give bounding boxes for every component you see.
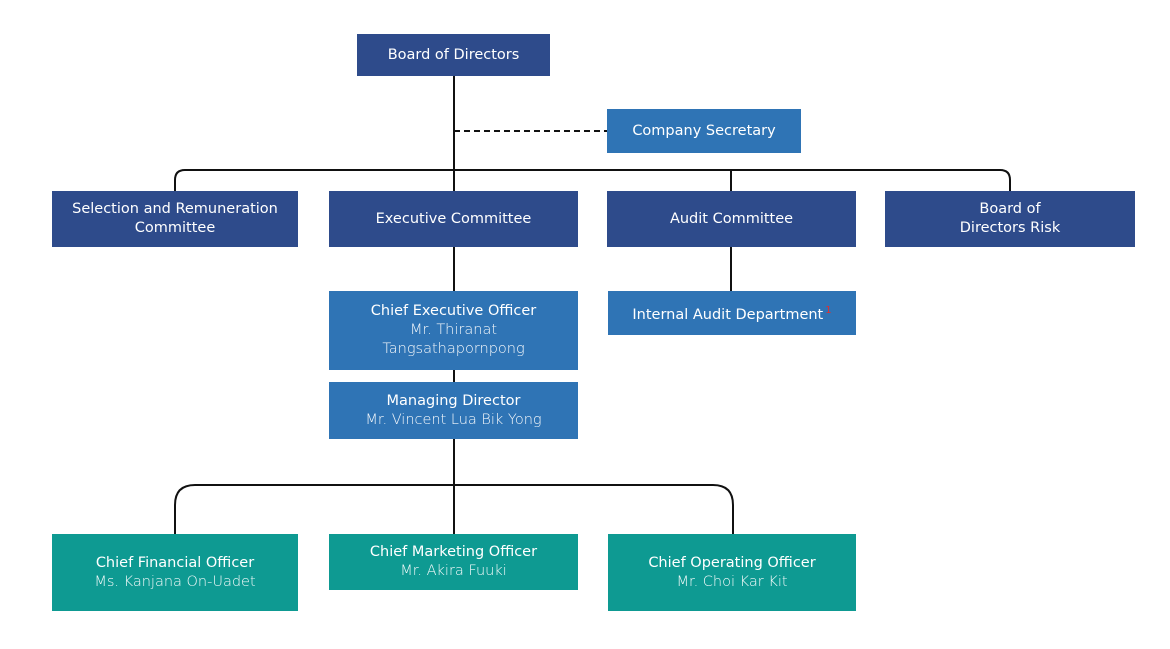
risk-committee-title: Board of Directors Risk xyxy=(959,201,1061,236)
connector-officers-bar xyxy=(174,484,734,534)
audit-committee-title: Audit Committee xyxy=(669,210,794,227)
coo-box: Chief Operating Officer Mr. Choi Kar Kit xyxy=(608,534,856,611)
cmo-person: Mr. Akira Fuuki xyxy=(400,563,507,579)
cfo-box: Chief Financial Officer Ms. Kanjana On-U… xyxy=(52,534,298,611)
selection-committee-title: Selection and Remuneration Committee xyxy=(72,201,278,236)
executive-committee-box: Executive Committee xyxy=(329,191,578,247)
connector-committee-bar xyxy=(174,169,1011,191)
executive-committee-title: Executive Committee xyxy=(375,210,532,227)
ceo-title: Chief Executive Officer xyxy=(370,303,537,319)
managing-director-box: Managing Director Mr. Vincent Lua Bik Yo… xyxy=(329,382,578,439)
ceo-box: Chief Executive Officer Mr. Thiranat Tan… xyxy=(329,291,578,370)
internal-audit-note-mark: 1 xyxy=(825,305,832,317)
internal-audit-title: Internal Audit Department xyxy=(632,306,824,323)
cfo-person: Ms. Kanjana On-Uadet xyxy=(94,573,256,590)
cmo-box: Chief Marketing Officer Mr. Akira Fuuki xyxy=(329,534,578,590)
audit-committee-box: Audit Committee xyxy=(607,191,856,247)
md-title: Managing Director xyxy=(386,392,521,409)
cmo-title: Chief Marketing Officer xyxy=(369,544,538,560)
risk-committee-box: Board of Directors Risk xyxy=(885,191,1135,247)
secretary-title: Company Secretary xyxy=(632,122,776,139)
cfo-title: Chief Financial Officer xyxy=(95,554,255,571)
board-title: Board of Directors xyxy=(387,46,520,63)
md-person: Mr. Vincent Lua Bik Yong xyxy=(365,411,542,428)
selection-remuneration-committee-box: Selection and Remuneration Committee xyxy=(52,191,298,247)
coo-person: Mr. Choi Kar Kit xyxy=(676,573,788,590)
ceo-person: Mr. Thiranat Tangsathapornpong xyxy=(382,322,525,357)
company-secretary-box: Company Secretary xyxy=(607,109,801,153)
board-of-directors-box: Board of Directors xyxy=(357,34,550,76)
coo-title: Chief Operating Officer xyxy=(648,554,816,571)
